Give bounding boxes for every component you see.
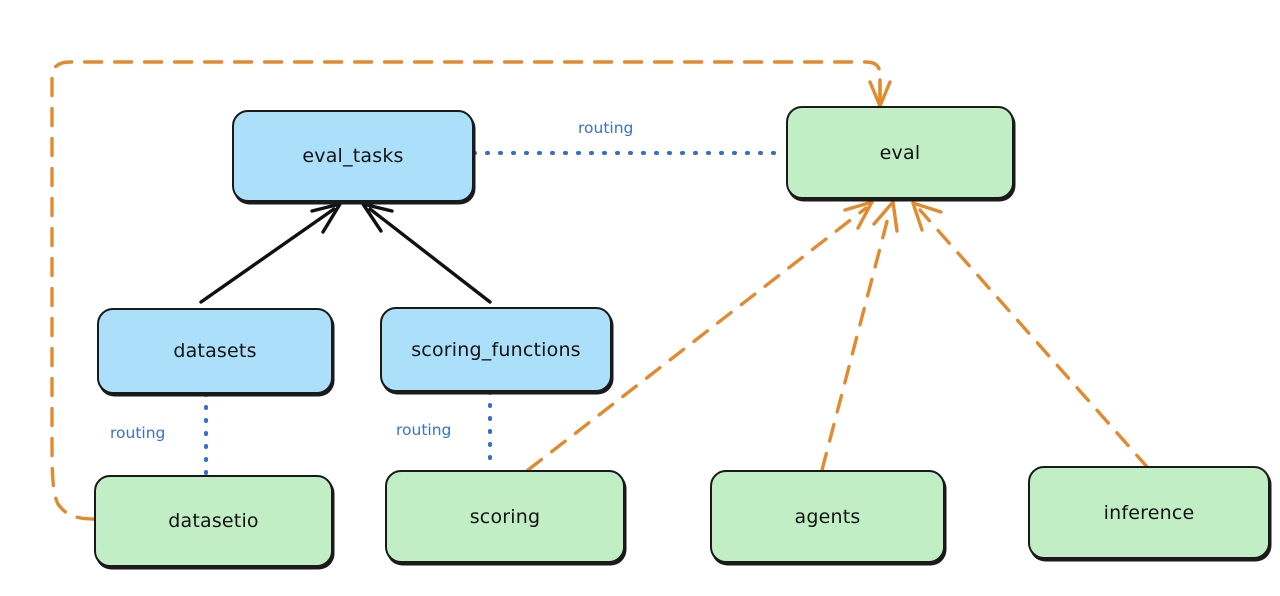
node-agents[interactable]: agents — [710, 470, 945, 563]
node-label: inference — [1103, 501, 1195, 524]
edge-label-routing-scoring-functions-scoring: routing — [396, 421, 452, 439]
edge-scoring_functions-to-eval_tasks — [361, 202, 492, 304]
edge-datasetio-to-eval — [50, 60, 892, 521]
node-label: datasetio — [168, 510, 259, 532]
node-label: agents — [794, 505, 861, 528]
node-scoring-functions[interactable]: scoring_functions — [380, 307, 612, 392]
node-eval-tasks[interactable]: eval_tasks — [232, 110, 474, 202]
edge-datasets-to-eval_tasks — [199, 202, 342, 304]
node-eval[interactable]: eval — [786, 106, 1014, 199]
edge-scoring-to-eval — [526, 200, 874, 472]
node-label: eval — [879, 141, 921, 164]
node-label: datasets — [173, 340, 257, 362]
node-inference[interactable]: inference — [1028, 466, 1270, 559]
node-label: scoring_functions — [411, 338, 581, 361]
node-datasets[interactable]: datasets — [97, 308, 333, 394]
node-label: eval_tasks — [302, 145, 404, 167]
edge-label-routing-eval-tasks-eval: routing — [578, 119, 634, 137]
edge-agents-to-eval — [820, 200, 899, 472]
edge-label-routing-datasets-datasetio: routing — [110, 424, 166, 442]
node-label: scoring — [469, 505, 541, 528]
node-scoring[interactable]: scoring — [385, 470, 625, 563]
edge-inference-to-eval — [911, 201, 1150, 470]
node-datasetio[interactable]: datasetio — [94, 475, 333, 567]
